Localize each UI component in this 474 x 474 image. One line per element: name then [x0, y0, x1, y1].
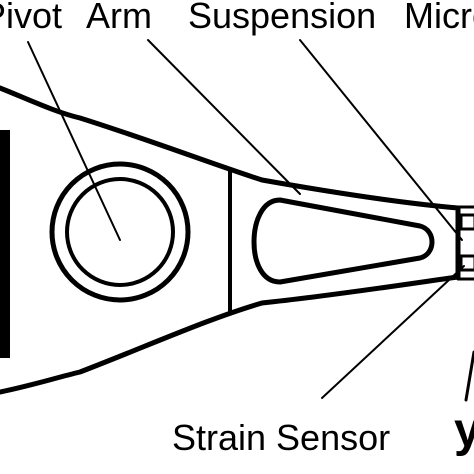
pivot-outer-circle: [49, 161, 191, 303]
micro-actuator-upper: [459, 213, 474, 231]
arm-leader-line: [147, 39, 301, 195]
suspension-leader-line: [299, 39, 463, 241]
pivot-housing-bar: [0, 130, 10, 358]
pivot-inner-circle: [65, 177, 175, 287]
axis-y-line: [464, 350, 474, 402]
arm-label: Arm: [86, 0, 152, 36]
suspension-cutout: [251, 197, 435, 285]
micro-actuator-lower: [459, 254, 474, 272]
micro-label: Micro: [404, 0, 474, 36]
strain-sensor-leader-line: [321, 265, 465, 399]
axis-y-label: y: [454, 404, 474, 457]
pivot-label: Pivot: [0, 0, 62, 36]
pivot-leader-line: [27, 41, 121, 241]
suspension-label: Suspension: [188, 0, 376, 36]
strain-sensor-label: Strain Sensor: [172, 417, 390, 458]
head-block: [456, 205, 474, 281]
